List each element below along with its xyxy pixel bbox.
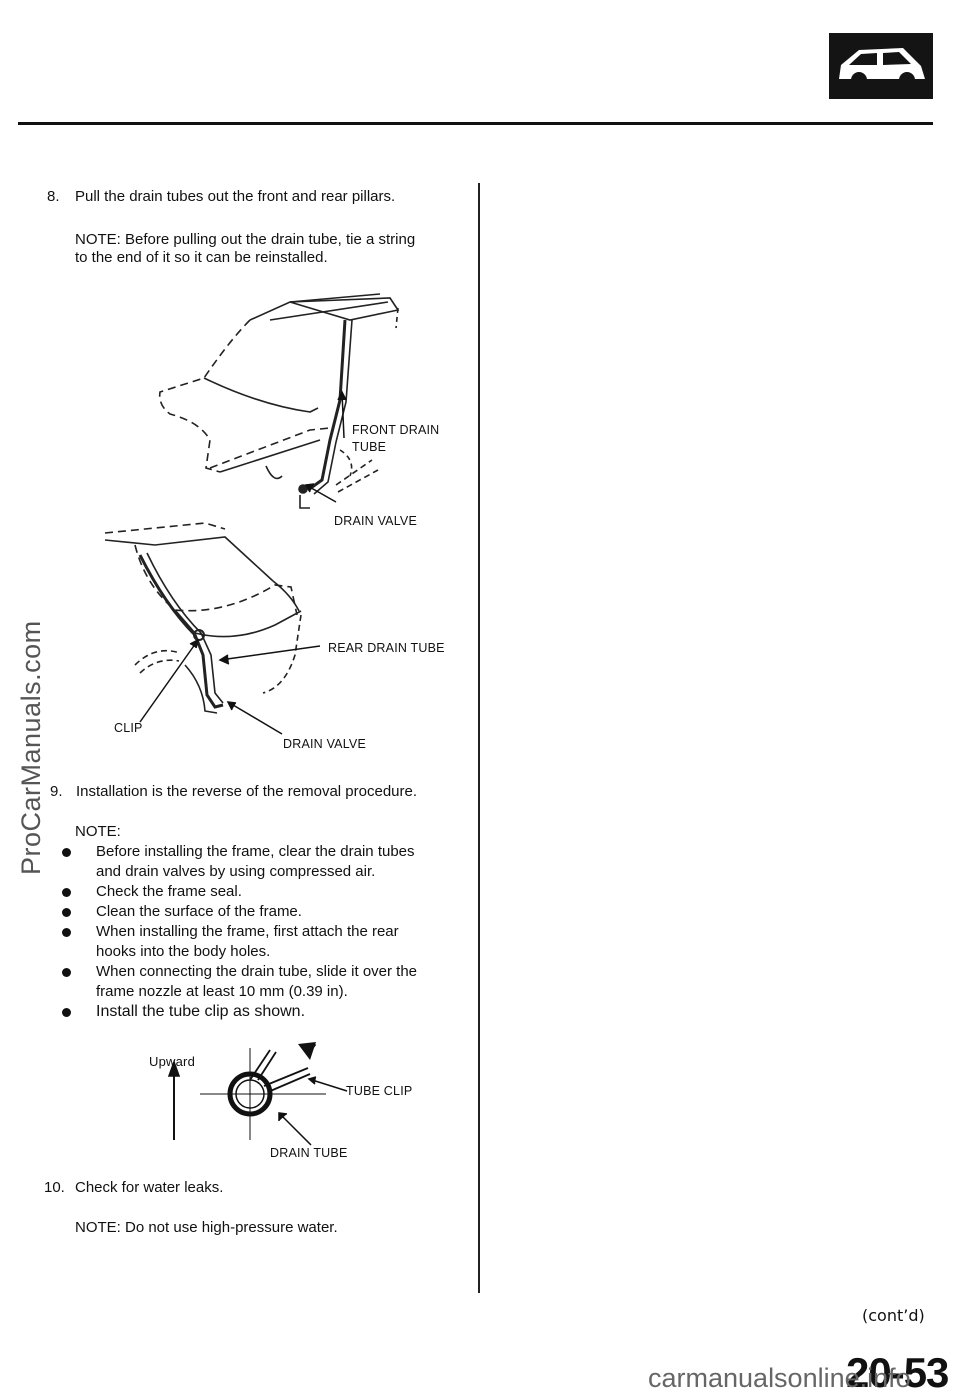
tube-clip-illustration	[167, 1042, 326, 1140]
rear-drain-tube-label: REAR DRAIN TUBE	[328, 641, 445, 655]
bullet-item: When installing the frame, first attach …	[62, 922, 452, 962]
bullet-dot-icon	[62, 968, 71, 977]
front-leader-lines	[304, 390, 347, 503]
front-drain-tube-label-2: TUBE	[352, 440, 387, 454]
bullet-item: Check the frame seal.	[62, 882, 452, 902]
step-text: Installation is the reverse of the remov…	[76, 783, 418, 800]
side-watermark: ProCarManuals.com	[16, 620, 46, 875]
drain-tube-label: DRAIN TUBE	[270, 1146, 348, 1160]
bullet-dot-icon	[62, 888, 71, 897]
step-8-note-line2: to the end of it so it can be reinstalle…	[75, 249, 328, 266]
rear-pillar-illustration	[104, 522, 302, 714]
front-pillar-illustration	[158, 293, 400, 509]
step-8-note-line1: NOTE: Before pulling out the drain tube,…	[75, 231, 416, 248]
rear-drain-valve-label: DRAIN VALVE	[283, 737, 367, 751]
page-number: 20-53	[846, 1349, 949, 1396]
step-9-note-heading: NOTE:	[75, 823, 121, 840]
bullet-dot-icon	[62, 1008, 71, 1017]
bullet-dot-icon	[62, 928, 71, 937]
column-divider	[478, 183, 480, 1293]
bullet-item: When connecting the drain tube, slide it…	[62, 962, 452, 1002]
front-drain-tube-label-1: FRONT DRAIN	[352, 423, 440, 437]
step-10-note: NOTE: Do not use high-pressure water.	[75, 1219, 338, 1236]
front-drain-valve-label: DRAIN VALVE	[334, 514, 418, 528]
car-badge	[829, 33, 933, 99]
step-text: Pull the drain tubes out the front and r…	[75, 188, 396, 205]
upward-label: Upward	[149, 1054, 195, 1069]
tube-clip-label: TUBE CLIP	[346, 1084, 413, 1098]
bottom-watermark: carmanualsonline.info	[648, 1363, 911, 1393]
clip-leader-lines	[278, 1076, 348, 1146]
header-rule	[18, 122, 933, 125]
bullet-item: Install the tube clip as shown.	[62, 1002, 452, 1022]
step-9-bullet-list: Before installing the frame, clear the d…	[62, 842, 452, 1022]
clip-label: CLIP	[114, 721, 143, 735]
step-text: Check for water leaks.	[75, 1179, 224, 1196]
step-number: 9.	[50, 783, 63, 800]
bullet-dot-icon	[62, 908, 71, 917]
continued-label: (cont’d)	[862, 1306, 925, 1325]
rear-leader-lines	[139, 638, 321, 735]
bullet-item: Before installing the frame, clear the d…	[62, 842, 452, 882]
step-number: 8.	[47, 188, 60, 205]
step-number: 10.	[44, 1179, 65, 1196]
car-side-icon	[839, 48, 925, 88]
bullet-item: Clean the surface of the frame.	[62, 902, 452, 922]
bullet-dot-icon	[62, 848, 71, 857]
